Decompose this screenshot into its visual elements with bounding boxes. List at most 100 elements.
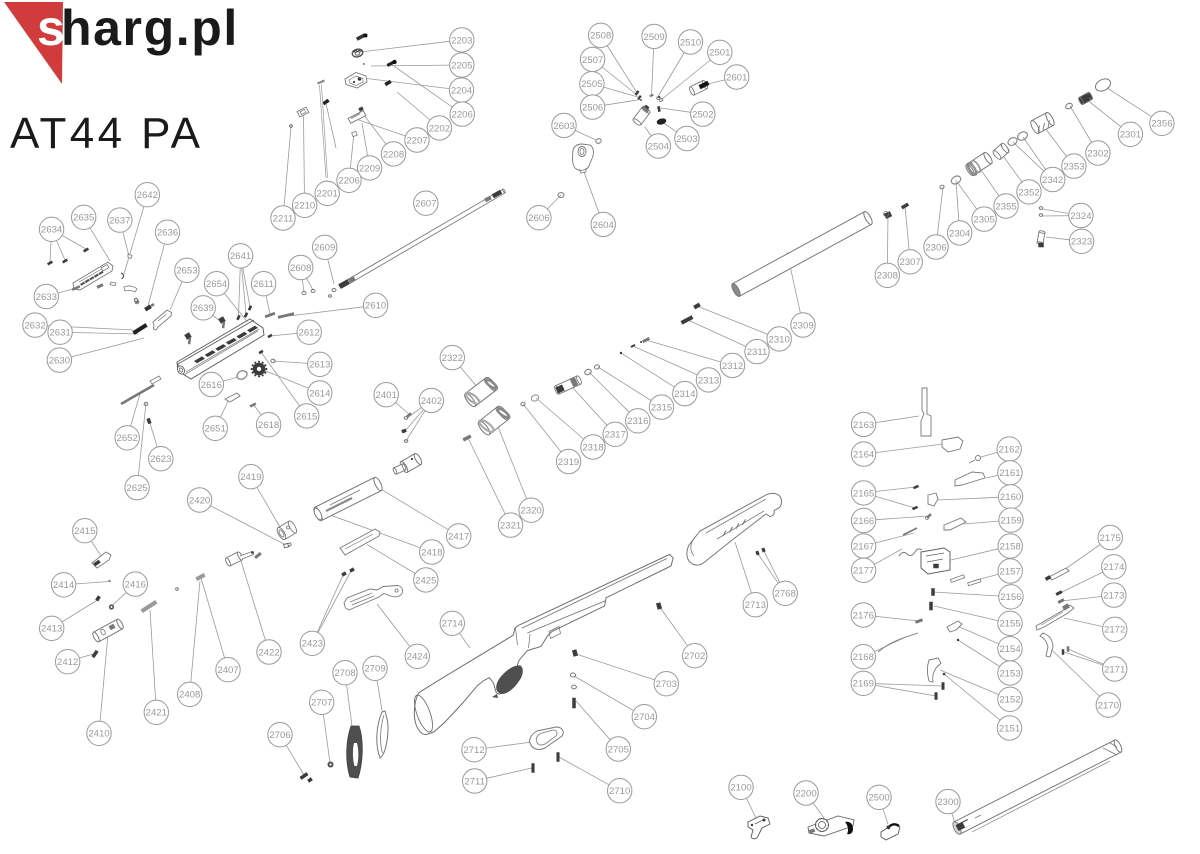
- svg-text:2419: 2419: [240, 472, 261, 483]
- svg-text:2208: 2208: [383, 149, 404, 160]
- svg-text:2207: 2207: [406, 135, 427, 146]
- svg-text:2321: 2321: [500, 521, 521, 532]
- svg-text:2313: 2313: [698, 375, 719, 386]
- svg-text:2768: 2768: [775, 589, 796, 600]
- svg-text:2706: 2706: [269, 730, 290, 741]
- svg-text:harg.pl: harg.pl: [61, 0, 239, 56]
- svg-text:2414: 2414: [53, 580, 75, 591]
- svg-text:2654: 2654: [206, 279, 228, 290]
- svg-text:2709: 2709: [364, 664, 385, 675]
- svg-text:2408: 2408: [179, 690, 200, 701]
- svg-text:2155: 2155: [999, 619, 1020, 630]
- svg-text:2504: 2504: [648, 141, 670, 152]
- svg-text:2305: 2305: [973, 215, 994, 226]
- svg-text:2172: 2172: [1104, 625, 1125, 636]
- svg-text:2634: 2634: [41, 225, 63, 236]
- svg-text:2616: 2616: [201, 380, 222, 391]
- svg-text:2166: 2166: [853, 516, 874, 527]
- svg-text:2636: 2636: [157, 228, 178, 239]
- svg-text:2611: 2611: [253, 279, 274, 290]
- svg-text:2211: 2211: [273, 213, 294, 224]
- svg-text:2708: 2708: [334, 668, 355, 679]
- svg-text:2425: 2425: [415, 575, 436, 586]
- svg-text:2421: 2421: [146, 708, 167, 719]
- svg-text:2173: 2173: [1103, 591, 1124, 602]
- svg-text:2410: 2410: [88, 729, 109, 740]
- svg-text:2158: 2158: [1000, 541, 1021, 552]
- svg-text:2501: 2501: [709, 48, 730, 59]
- svg-text:2167: 2167: [853, 541, 874, 552]
- svg-text:2423: 2423: [302, 639, 323, 650]
- svg-text:2500: 2500: [868, 793, 889, 804]
- svg-text:2508: 2508: [590, 31, 611, 42]
- svg-text:2608: 2608: [290, 263, 311, 274]
- svg-text:2607: 2607: [415, 199, 436, 210]
- svg-text:2323: 2323: [1071, 237, 1092, 248]
- svg-text:2710: 2710: [609, 786, 630, 797]
- svg-text:2618: 2618: [258, 420, 279, 431]
- svg-text:2507: 2507: [582, 55, 603, 66]
- svg-text:2168: 2168: [853, 652, 874, 663]
- svg-text:2352: 2352: [1018, 187, 1039, 198]
- svg-text:2202: 2202: [429, 123, 450, 134]
- svg-text:2311: 2311: [747, 347, 768, 358]
- svg-text:2704: 2704: [634, 712, 656, 723]
- svg-text:2210: 2210: [294, 201, 315, 212]
- svg-text:2165: 2165: [853, 488, 874, 499]
- svg-text:2156: 2156: [1000, 592, 1021, 603]
- svg-text:2601: 2601: [726, 72, 747, 83]
- svg-text:2506: 2506: [582, 103, 603, 114]
- svg-text:2171: 2171: [1104, 664, 1125, 675]
- svg-text:2417: 2417: [448, 531, 469, 542]
- svg-text:2637: 2637: [109, 216, 130, 227]
- svg-text:2159: 2159: [1000, 516, 1021, 527]
- svg-text:2157: 2157: [1000, 566, 1021, 577]
- svg-text:2613: 2613: [309, 360, 330, 371]
- svg-text:2342: 2342: [1042, 175, 1063, 186]
- svg-text:2614: 2614: [309, 388, 331, 399]
- svg-text:2161: 2161: [999, 468, 1020, 479]
- svg-text:2707: 2707: [311, 698, 332, 709]
- svg-text:2177: 2177: [853, 566, 874, 577]
- svg-text:2418: 2418: [421, 547, 442, 558]
- svg-text:2316: 2316: [627, 416, 648, 427]
- svg-text:2169: 2169: [853, 679, 874, 690]
- svg-text:2152: 2152: [999, 695, 1020, 706]
- svg-text:2174: 2174: [1103, 562, 1125, 573]
- svg-text:2204: 2204: [451, 86, 473, 97]
- svg-text:2355: 2355: [995, 201, 1016, 212]
- svg-text:2711: 2711: [464, 776, 485, 787]
- svg-text:2642: 2642: [137, 190, 158, 201]
- svg-text:2205: 2205: [451, 60, 472, 71]
- svg-text:2310: 2310: [769, 334, 790, 345]
- svg-text:2424: 2424: [407, 652, 429, 663]
- svg-text:2630: 2630: [49, 356, 70, 367]
- svg-text:2175: 2175: [1100, 533, 1121, 544]
- svg-text:2209: 2209: [359, 163, 380, 174]
- svg-text:2422: 2422: [258, 647, 279, 658]
- svg-text:2505: 2505: [581, 79, 602, 90]
- svg-text:2609: 2609: [314, 243, 335, 254]
- svg-text:2702: 2702: [684, 651, 705, 662]
- svg-text:2631: 2631: [49, 328, 70, 339]
- svg-text:2635: 2635: [73, 213, 94, 224]
- svg-text:2615: 2615: [296, 411, 317, 422]
- svg-text:2154: 2154: [999, 644, 1021, 655]
- svg-text:2201: 2201: [317, 189, 338, 200]
- svg-text:2633: 2633: [36, 292, 57, 303]
- svg-text:2653: 2653: [176, 266, 197, 277]
- svg-text:2176: 2176: [853, 610, 874, 621]
- svg-text:2307: 2307: [900, 257, 921, 268]
- svg-text:2604: 2604: [593, 220, 615, 231]
- svg-text:2308: 2308: [877, 271, 898, 282]
- svg-text:2203: 2203: [451, 35, 472, 46]
- svg-text:2324: 2324: [1070, 211, 1092, 222]
- svg-text:2623: 2623: [150, 454, 171, 465]
- svg-text:2315: 2315: [651, 403, 672, 414]
- svg-text:2153: 2153: [999, 668, 1020, 679]
- svg-text:2151: 2151: [999, 723, 1020, 734]
- svg-text:2509: 2509: [643, 32, 664, 43]
- svg-text:2306: 2306: [925, 242, 946, 253]
- svg-text:2320: 2320: [520, 506, 541, 517]
- svg-text:2612: 2612: [299, 328, 320, 339]
